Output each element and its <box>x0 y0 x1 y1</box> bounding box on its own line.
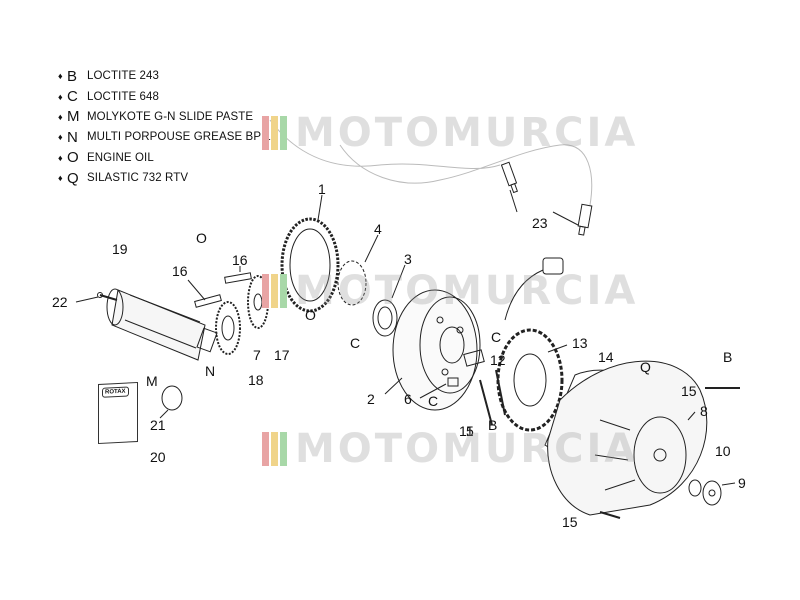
watermark-text: MOTOMURCIA <box>295 426 639 472</box>
part-label: 4 <box>374 221 382 237</box>
spacer <box>463 349 485 367</box>
legend-row-silastic: ♦ Q SILASTIC 732 RTV <box>58 168 278 188</box>
watermark-text: MOTOMURCIA <box>295 110 639 156</box>
part-label: 1 <box>318 181 326 197</box>
drop-icon: ♦ <box>58 91 63 102</box>
watermark: MOTOMURCIA <box>262 426 638 472</box>
bearing <box>372 299 398 337</box>
part-label: 13 <box>572 335 588 351</box>
material-label: C <box>428 393 438 409</box>
material-label: O <box>196 230 207 246</box>
part-label: 11 <box>459 423 474 439</box>
pickup-sensor <box>504 257 564 321</box>
part-label: 20 <box>150 449 166 465</box>
legend-description: MOLYKOTE G-N SLIDE PASTE <box>87 110 254 123</box>
flywheel-rotor <box>392 289 481 411</box>
part-label: 22 <box>52 294 68 310</box>
legend-row-engine-oil: ♦ O ENGINE OIL <box>58 148 278 168</box>
shaft <box>224 272 252 284</box>
legend-row-loctite-243: ♦ B LOCTITE 243 <box>58 66 278 86</box>
legend-code: C <box>67 88 78 106</box>
watermark: MOTOMURCIA <box>262 110 638 156</box>
part-label: 5 <box>466 423 474 439</box>
plug <box>702 480 722 506</box>
legend-code: Q <box>67 169 79 187</box>
spark-plug <box>500 161 519 194</box>
part-label: 16 <box>172 263 188 279</box>
part-label: 18 <box>248 372 264 388</box>
legend-code: B <box>67 67 78 85</box>
watermark-text: MOTOMURCIA <box>295 268 639 314</box>
legend-description: LOCTITE 243 <box>87 70 160 83</box>
part-label: 17 <box>274 347 290 363</box>
part-label: 16 <box>232 252 248 268</box>
stator <box>496 328 564 432</box>
watermark: MOTOMURCIA <box>262 268 638 314</box>
part-label: 8 <box>700 403 708 419</box>
rotax-manual: ROTAX <box>98 381 138 445</box>
drop-icon: ♦ <box>58 132 63 143</box>
part-label: 23 <box>532 215 548 231</box>
materials-legend: ♦ B LOCTITE 243 ♦ C LOCTITE 648 ♦ M MOLY… <box>58 66 278 188</box>
starter-ring-gear <box>280 217 340 313</box>
legend-row-loctite-648: ♦ C LOCTITE 648 <box>58 86 278 106</box>
legend-row-molykote: ♦ M MOLYKOTE G-N SLIDE PASTE <box>58 107 278 127</box>
starter-motor <box>106 288 218 361</box>
part-label: 10 <box>715 443 731 459</box>
material-label: C <box>350 335 360 351</box>
bolt <box>599 511 621 519</box>
drop-icon: ♦ <box>58 111 63 122</box>
part-label: 19 <box>112 241 128 257</box>
watermark-logo-bars <box>262 116 289 150</box>
watermark-logo-bars <box>262 274 289 308</box>
part-label: 21 <box>150 417 166 433</box>
spark-plug-cap <box>577 203 593 236</box>
part-label: 2 <box>367 391 375 407</box>
part-label: 7 <box>253 347 261 363</box>
drop-icon: ♦ <box>58 173 63 184</box>
generator-cover <box>547 360 708 516</box>
part-label: 12 <box>490 352 506 368</box>
material-label: B <box>723 349 732 365</box>
rotax-badge: ROTAX <box>102 386 129 398</box>
legend-description: SILASTIC 732 RTV <box>87 172 189 185</box>
part-label: 14 <box>598 349 614 365</box>
legend-description: MULTI PORPOUSE GREASE BP LS <box>87 131 279 144</box>
part-label: 15 <box>562 514 578 530</box>
screw <box>97 292 118 301</box>
idler-gear <box>215 301 241 355</box>
material-label: N <box>205 363 215 379</box>
legend-row-grease: ♦ N MULTI PORPOUSE GREASE BP LS <box>58 127 278 147</box>
part-label: 15 <box>681 383 697 399</box>
drop-icon: ♦ <box>58 71 63 82</box>
legend-code: M <box>67 108 80 126</box>
screw <box>479 379 493 426</box>
part-label: 9 <box>738 475 746 491</box>
shaft <box>194 294 222 308</box>
drop-icon: ♦ <box>58 152 63 163</box>
watermark-logo-bars <box>262 432 289 466</box>
part-label: 3 <box>404 251 412 267</box>
material-label: M <box>146 373 158 389</box>
legend-code: O <box>67 149 79 167</box>
material-label: Q <box>640 359 651 375</box>
legend-description: ENGINE OIL <box>87 151 154 164</box>
part-label: 6 <box>404 391 412 407</box>
o-ring <box>688 479 702 497</box>
one-way-clutch <box>337 260 367 306</box>
screw <box>447 377 459 387</box>
ignition-cable <box>269 119 593 206</box>
material-label: O <box>305 307 316 323</box>
o-ring <box>161 385 183 411</box>
material-label: C <box>491 329 501 345</box>
legend-description: LOCTITE 648 <box>87 90 160 103</box>
legend-code: N <box>67 128 78 146</box>
material-label: B <box>488 417 497 433</box>
